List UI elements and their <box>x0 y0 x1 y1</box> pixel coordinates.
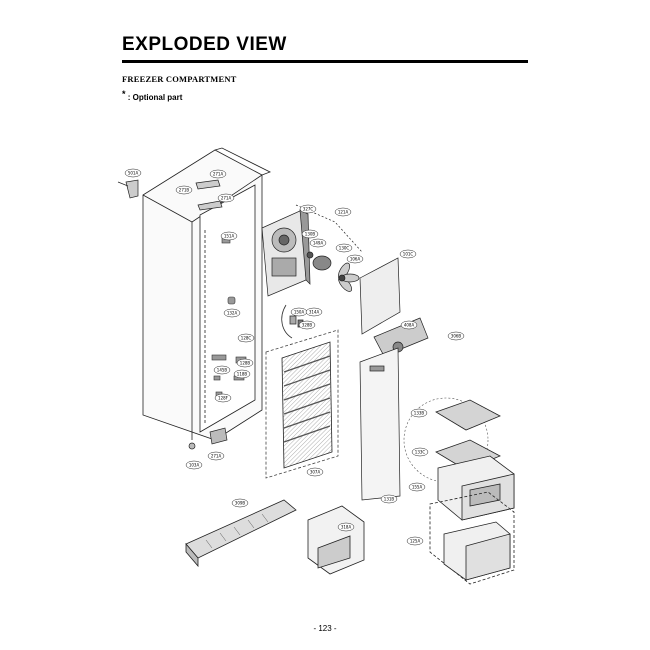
page-number: - 123 - <box>313 624 337 633</box>
svg-text:408A: 408A <box>404 323 415 328</box>
part-label-151A: 151A <box>220 231 238 241</box>
part-label-130C: 130C <box>335 243 353 253</box>
svg-text:101C: 101C <box>403 252 414 257</box>
svg-text:149A: 149A <box>313 241 324 246</box>
part-label-131B: 131B <box>380 494 398 504</box>
svg-text:130C: 130C <box>339 246 350 251</box>
part-label-145B: 145B <box>213 365 231 375</box>
part-label-125A: 125A <box>406 536 424 546</box>
svg-text:128C: 128C <box>241 336 252 341</box>
part-label-132A: 132A <box>223 308 241 318</box>
part-label-501A: 501A <box>124 168 142 178</box>
svg-text:501A: 501A <box>128 171 139 176</box>
optional-note-text: : Optional part <box>125 93 183 102</box>
svg-text:314A: 314A <box>309 310 320 315</box>
part-label-121A: 121A <box>334 207 352 217</box>
part-label-309B: 309B <box>231 498 249 508</box>
svg-text:106A: 106A <box>350 257 361 262</box>
svg-text:145B: 145B <box>217 368 228 373</box>
svg-text:131B: 131B <box>384 497 395 502</box>
part-label-101C: 101C <box>399 249 417 259</box>
part-label-271A-3: 271A <box>207 451 225 461</box>
part-label-149A: 149A <box>309 238 327 248</box>
part-label-155A: 155A <box>408 482 426 492</box>
part-label-307A: 307A <box>306 467 324 477</box>
svg-text:271A: 271A <box>211 454 222 459</box>
svg-text:132A: 132A <box>227 311 238 316</box>
svg-text:150A: 150A <box>294 310 305 315</box>
svg-text:271A: 271A <box>221 196 232 201</box>
svg-text:318A: 318A <box>341 525 352 530</box>
page-title: EXPLODED VIEW <box>122 34 287 55</box>
svg-text:155A: 155A <box>412 485 423 490</box>
bottom-hinge <box>188 427 228 450</box>
freezer-baskets <box>429 455 515 585</box>
svg-text:128F: 128F <box>218 396 229 401</box>
fan-duct-assembly <box>261 204 363 297</box>
fan-motor <box>306 251 360 292</box>
svg-text:271B: 271B <box>179 188 190 193</box>
title-rule <box>122 60 528 63</box>
part-label-128F: 128F <box>214 393 232 403</box>
part-label-130B: 130B <box>301 229 319 239</box>
part-label-271B: 271B <box>175 185 193 195</box>
svg-text:118B: 118B <box>237 372 248 377</box>
svg-text:309B: 309B <box>235 501 246 506</box>
rear-panel <box>359 257 429 357</box>
bottom-duct-cover <box>185 499 297 568</box>
svg-text:128B: 128B <box>240 361 251 366</box>
freezer-cover-plate <box>359 347 401 501</box>
part-label-103A: 103A <box>185 460 203 470</box>
part-label-150A: 150A <box>290 307 308 317</box>
svg-text:133C: 133C <box>415 450 426 455</box>
part-label-128C: 128C <box>237 333 255 343</box>
top-hinge <box>117 179 223 211</box>
svg-text:103A: 103A <box>189 463 200 468</box>
part-label-106A: 106A <box>346 254 364 264</box>
part-label-271A-2: 271A <box>217 193 235 203</box>
part-label-133B: 133B <box>410 408 428 418</box>
drain-cover <box>307 505 365 575</box>
svg-text:125A: 125A <box>410 539 421 544</box>
part-label-306B: 306B <box>447 331 465 341</box>
part-label-271A-1: 271A <box>209 169 227 179</box>
svg-text:306B: 306B <box>451 334 462 339</box>
svg-text:151A: 151A <box>224 234 235 239</box>
svg-text:328B: 328B <box>302 323 313 328</box>
svg-text:307A: 307A <box>310 470 321 475</box>
part-label-118B: 118B <box>233 369 251 379</box>
part-label-314A: 314A <box>305 307 323 317</box>
svg-text:121A: 121A <box>338 210 349 215</box>
part-label-328B: 328B <box>298 320 316 330</box>
part-label-128B: 128B <box>236 358 254 368</box>
part-labels: 501A 271A 271B 271A 151A 132A 128C 128B … <box>124 168 465 546</box>
optional-star: * <box>122 89 126 99</box>
part-label-133C: 133C <box>411 447 429 457</box>
svg-text:271A: 271A <box>213 172 224 177</box>
part-label-327C: 327C <box>299 204 317 214</box>
svg-text:133B: 133B <box>414 411 425 416</box>
section-title: FREEZER COMPARTMENT <box>122 74 237 84</box>
svg-text:130B: 130B <box>305 232 316 237</box>
optional-part-note: * : Optional part <box>122 89 183 102</box>
part-label-318A: 318A <box>337 522 355 532</box>
part-label-408A: 408A <box>400 320 418 330</box>
svg-text:327C: 327C <box>303 207 314 212</box>
cabinet-outer-case <box>142 147 271 441</box>
evaporator-group <box>265 329 339 479</box>
